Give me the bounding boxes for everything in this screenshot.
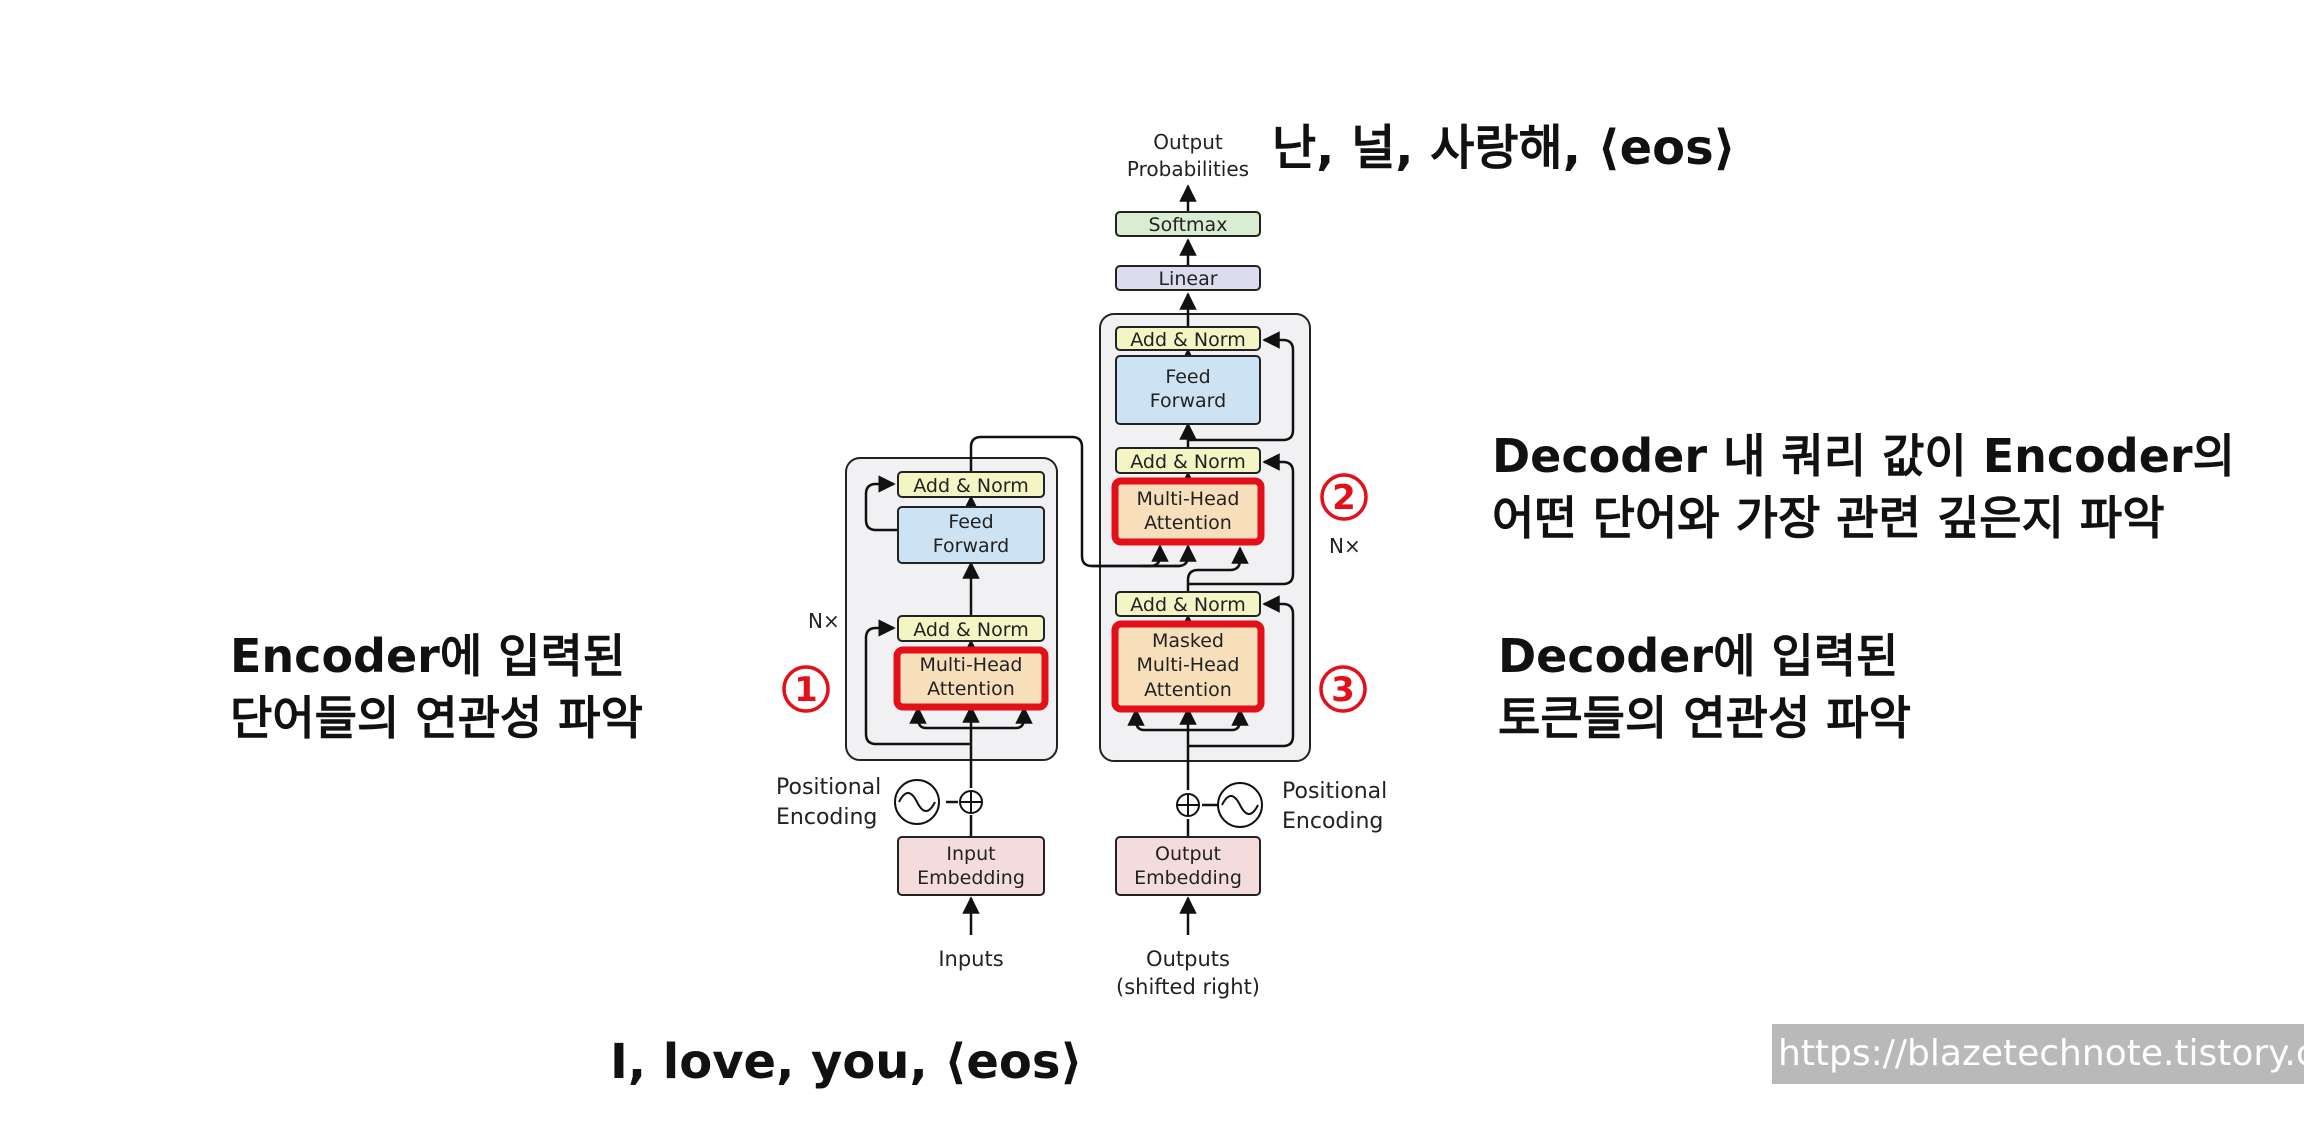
connection-lines [864,184,1295,935]
decoder-mha-label-2: Attention [1144,512,1232,534]
output-probabilities-label-1: Output [1153,130,1223,154]
encoder-mha-label-1: Multi-Head [920,654,1023,676]
encoder-mha-label-2: Attention [927,678,1015,700]
decoder-add-norm-2 [1115,447,1261,474]
output-embedding-label-2: Embedding [1134,867,1242,889]
decoder-masked-multi-head-attention [1111,620,1265,713]
inputs-label: Inputs [938,947,1003,971]
decoder-add-icon [1176,793,1200,817]
input-embedding-label-2: Embedding [917,867,1025,889]
encoder-add-norm-1-label: Add & Norm [913,619,1029,641]
decoder-positional-encoding-label-1: Positional [1282,779,1387,804]
marker-1: 1 [782,665,830,713]
output-tokens-annotation: 난, 널, 사랑해, ⟨eos⟩ [1272,120,1736,176]
decoder-cross-attention-annotation: Decoder 내 쿼리 값이 Encoder의 어떤 단어와 가장 관련 깊은… [1492,425,2235,549]
decoder-masked-mha-label-1: Masked [1152,630,1224,652]
decoder-add-norm-1 [1115,591,1261,617]
encoder-positional-encoding-icon [894,779,940,825]
decoder-masked-mha-label-2: Multi-Head [1137,654,1240,676]
encoder-self-attention-line-2: 단어들의 연관성 파악 [230,691,643,745]
encoder-nx-label: N× [808,609,840,633]
encoder-add-norm-2 [897,471,1045,498]
decoder-multi-head-attention [1111,477,1265,546]
input-embedding-label-1: Input [946,843,995,865]
decoder-cross-attention-line-1: Decoder 내 쿼리 값이 Encoder의 [1492,429,2235,483]
encoder-multi-head-attention [893,646,1049,711]
marker-2-text: 2 [1332,478,1356,518]
decoder-feed-forward [1115,355,1261,425]
encoder-feed-forward-label-1: Feed [948,511,993,533]
encoder-feed-forward-label-2: Forward [933,535,1009,557]
encoder-positional-encoding-label-2: Encoding [776,805,877,830]
decoder-add-norm-2-label: Add & Norm [1130,451,1246,473]
output-embedding-label-1: Output [1155,843,1221,865]
decoder-feed-forward-label-2: Forward [1150,390,1226,412]
output-probabilities-label-2: Probabilities [1127,157,1249,181]
decoder-nx-label: N× [1329,534,1361,558]
input-embedding-box [897,836,1045,896]
decoder-self-attention-line-2: 토큰들의 연관성 파악 [1498,691,1911,745]
encoder-add-norm-2-label: Add & Norm [913,475,1029,497]
decoder-add-norm-3 [1115,326,1261,351]
encoder-self-attention-annotation: Encoder에 입력된 단어들의 연관성 파악 [230,625,643,749]
decoder-add-norm-1-label: Add & Norm [1130,594,1246,616]
encoder-stack [845,457,1058,761]
marker-2: 2 [1320,473,1368,521]
softmax-box [1115,211,1261,237]
output-embedding-box [1115,836,1261,896]
outputs-label-2: (shifted right) [1116,975,1260,999]
encoder-add-icon [959,790,983,814]
decoder-mha-label-1: Multi-Head [1137,488,1240,510]
decoder-add-norm-3-label: Add & Norm [1130,329,1246,351]
decoder-feed-forward-label-1: Feed [1165,366,1210,388]
linear-label: Linear [1158,268,1217,290]
softmax-label: Softmax [1149,214,1228,236]
outputs-label-1: Outputs [1146,947,1230,971]
decoder-positional-encoding-label-2: Encoding [1282,809,1383,834]
encoder-add-norm-1 [897,615,1045,642]
decoder-self-attention-annotation: Decoder에 입력된 토큰들의 연관성 파악 [1498,625,1911,749]
input-tokens-annotation: I, love, you, ⟨eos⟩ [610,1034,1083,1090]
marker-3: 3 [1319,665,1367,713]
decoder-self-attention-line-1: Decoder에 입력된 [1498,629,1899,683]
decoder-masked-mha-label-3: Attention [1144,679,1232,701]
marker-1-text: 1 [794,670,818,710]
encoder-self-attention-line-1: Encoder에 입력된 [230,629,626,683]
decoder-positional-encoding-icon [1217,782,1263,828]
linear-box [1115,265,1261,291]
watermark-url: https://blazetechnote.tistory.com [1772,1024,2304,1084]
encoder-positional-encoding-label-1: Positional [776,775,881,800]
encoder-feed-forward [897,506,1045,564]
marker-3-text: 3 [1331,670,1355,710]
decoder-cross-attention-line-2: 어떤 단어와 가장 관련 깊은지 파악 [1492,491,2165,545]
